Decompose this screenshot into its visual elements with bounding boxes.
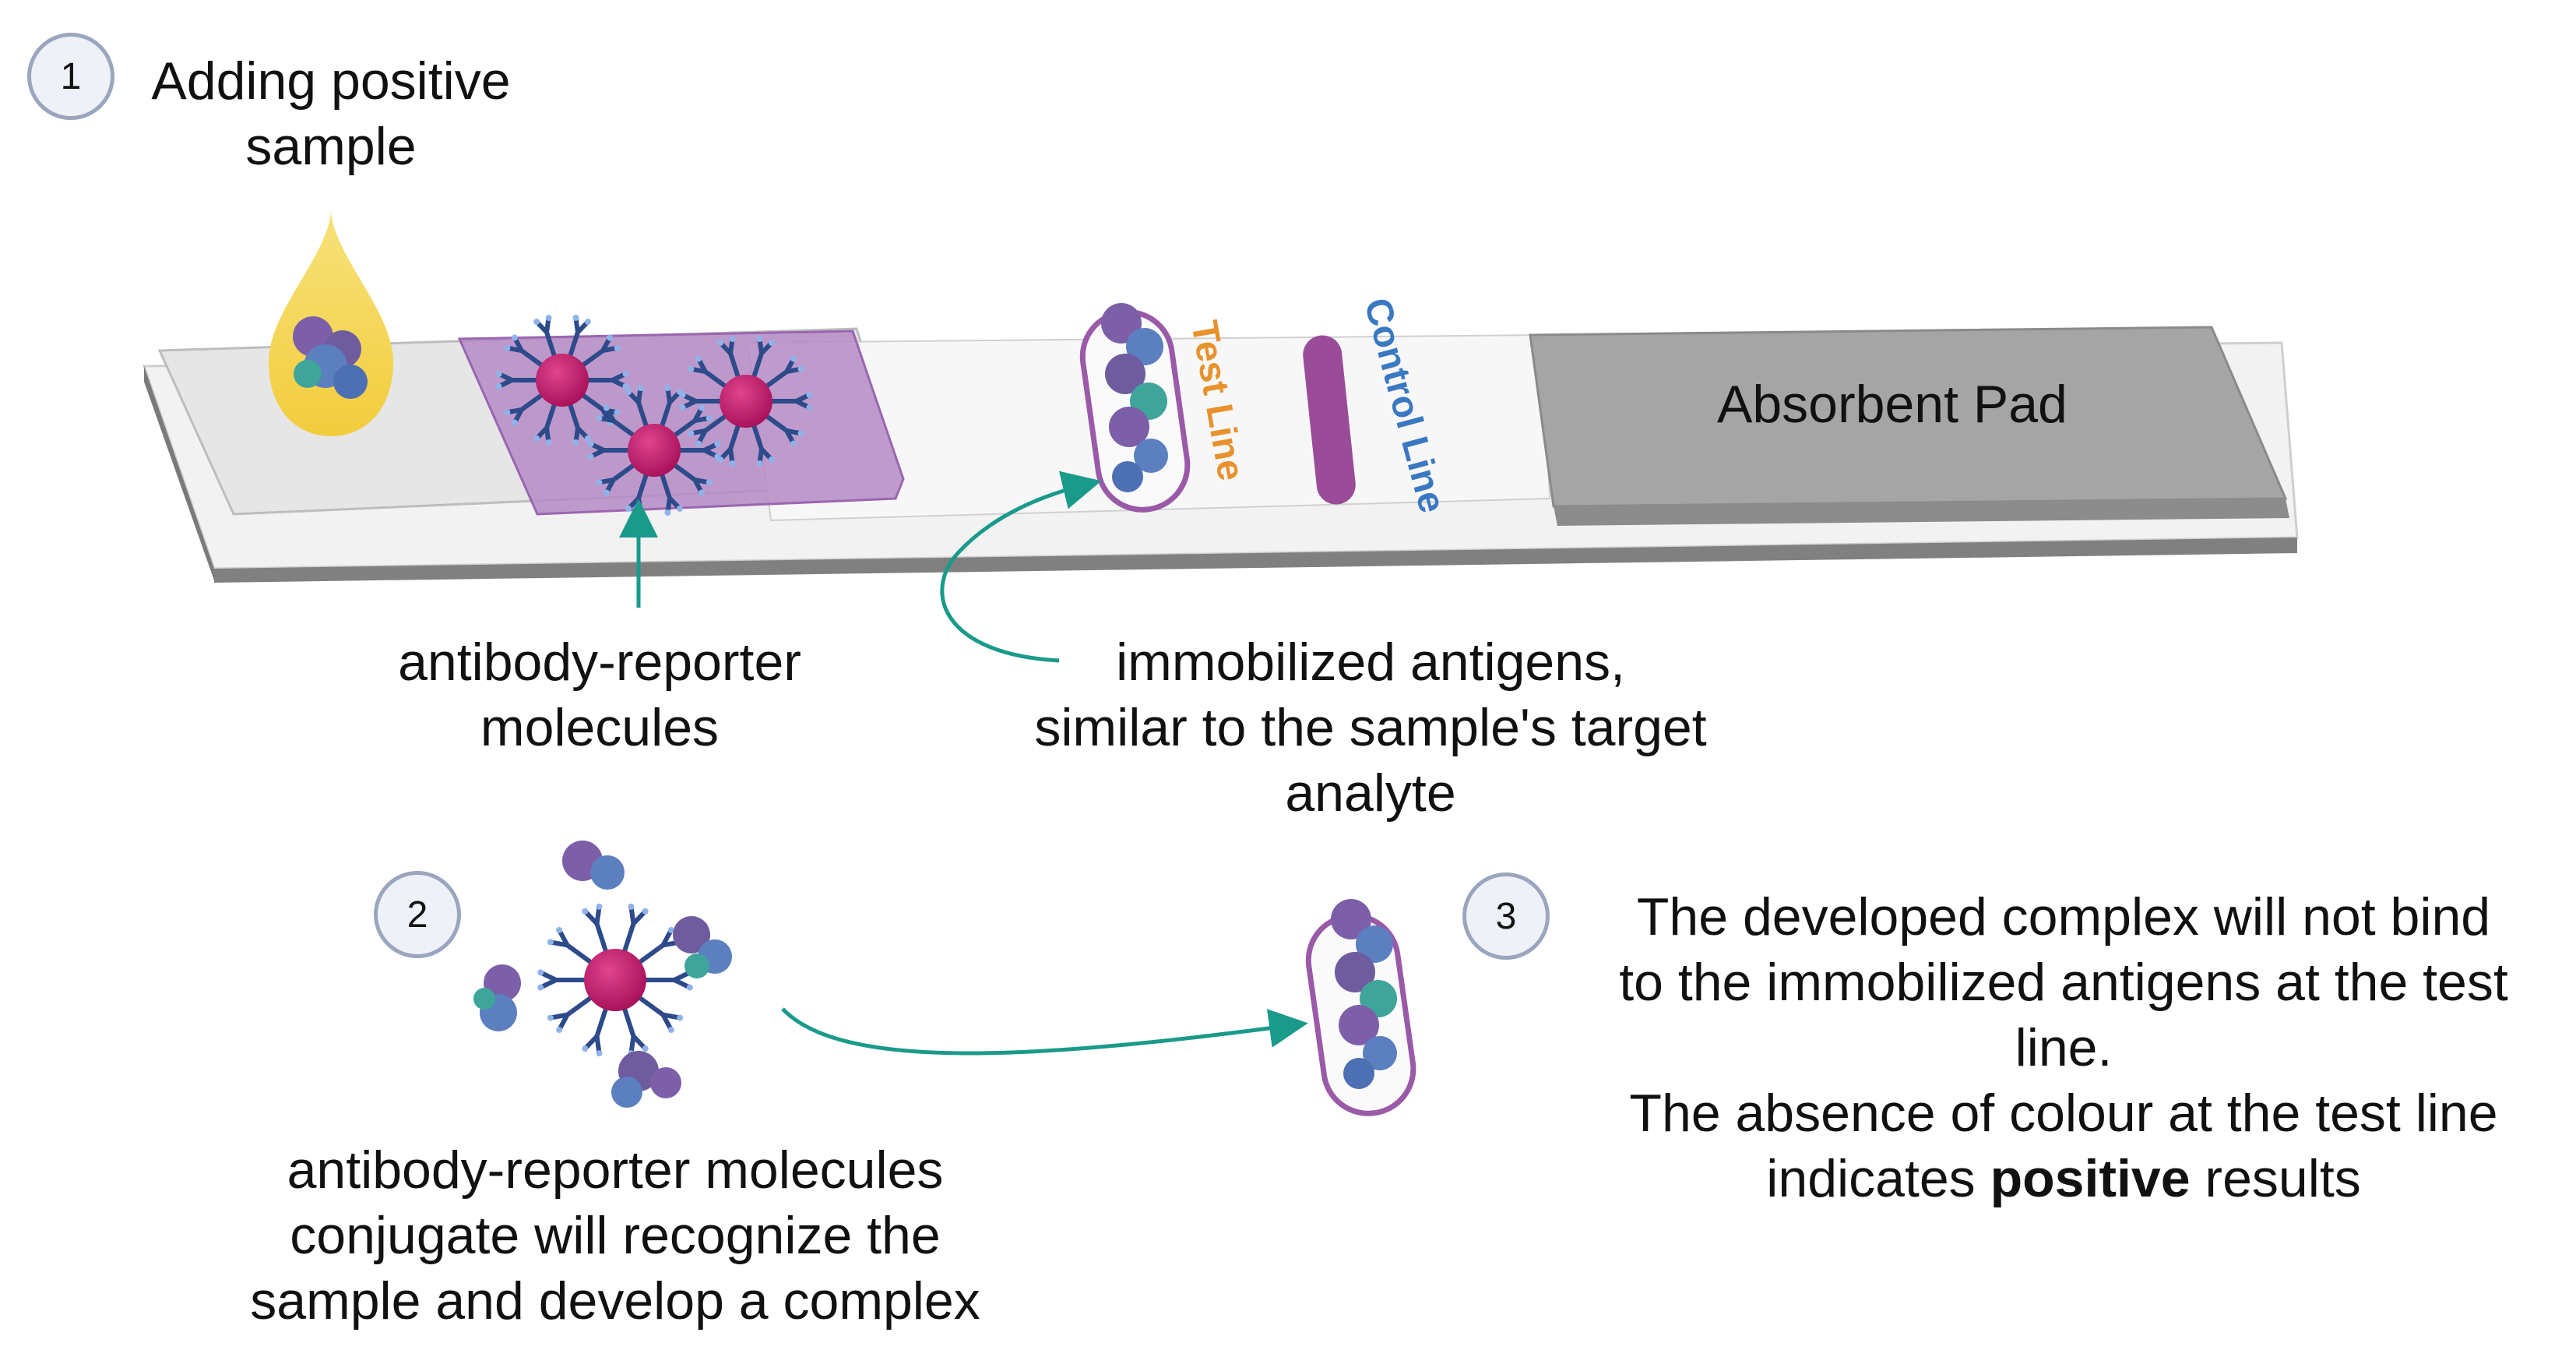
conjugate-line1: antibody-reporter molecules	[287, 1140, 944, 1200]
antigen-cluster-icon	[473, 841, 732, 1108]
drop-icon	[269, 212, 393, 436]
test-line-capsule	[1079, 303, 1191, 513]
reporter-molecule-icon	[495, 315, 629, 446]
result-line4: The absence of colour at the test line	[1629, 1084, 2498, 1143]
result-capsule	[1305, 899, 1416, 1116]
immobilized-line1: immobilized antigens,	[1116, 633, 1625, 692]
result-line3: line.	[2015, 1018, 2113, 1077]
step-1-number: 1	[60, 55, 82, 97]
arrow-icon	[781, 1007, 1308, 1056]
result-positive-word: positive	[1990, 1149, 2191, 1208]
conjugate-label: antibody-reporter molecules conjugate wi…	[195, 1137, 1036, 1334]
arrow-icon	[940, 471, 1102, 663]
step-1-title: Adding positive sample	[117, 48, 545, 179]
immobilized-line2: similar to the sample's target	[1034, 698, 1707, 757]
conjugate-line2: conjugate will recognize the	[290, 1206, 941, 1265]
result-line5-suffix: results	[2190, 1149, 2361, 1208]
reporter-molecule-icon	[587, 385, 721, 516]
reporter-molecule-icon	[679, 336, 813, 467]
antigen-cluster-icon	[293, 316, 368, 399]
step-2-number: 2	[406, 894, 428, 936]
antibody-reporter-label: antibody-reporter molecules	[335, 629, 864, 760]
immobilized-line3: analyte	[1285, 763, 1456, 823]
conjugate-pad	[457, 330, 905, 516]
control-line	[1303, 335, 1356, 505]
immobilized-antigens-label: immobilized antigens, similar to the sam…	[981, 629, 1760, 826]
step-3-number: 3	[1495, 895, 1517, 937]
absorbent-pad-label: Absorbent Pad	[1717, 375, 2067, 434]
antibody-reporter-line1: antibody-reporter	[398, 633, 801, 692]
antigen-cluster-icon	[1331, 899, 1397, 1089]
conjugate-line3: sample and develop a complex	[250, 1271, 980, 1331]
step-2-badge: 2	[374, 871, 461, 958]
step-3-badge: 3	[1462, 872, 1550, 960]
antibody-reporter-line2: molecules	[480, 698, 720, 757]
result-line2: to the immobilized antigens at the test	[1619, 953, 2508, 1012]
step-1-title-line2: sample	[245, 117, 417, 176]
reporter-molecule-icon	[537, 903, 693, 1057]
result-line5-prefix: indicates	[1766, 1149, 1990, 1208]
result-line1: The developed complex will not bind	[1636, 887, 2491, 946]
step-1-title-line1: Adding positive	[151, 51, 511, 111]
antigen-cluster-icon	[1101, 303, 1168, 492]
result-label: The developed complex will not bind to t…	[1565, 884, 2562, 1211]
result-line5: indicates positive results	[1565, 1146, 2562, 1211]
step-1-badge: 1	[27, 33, 114, 120]
